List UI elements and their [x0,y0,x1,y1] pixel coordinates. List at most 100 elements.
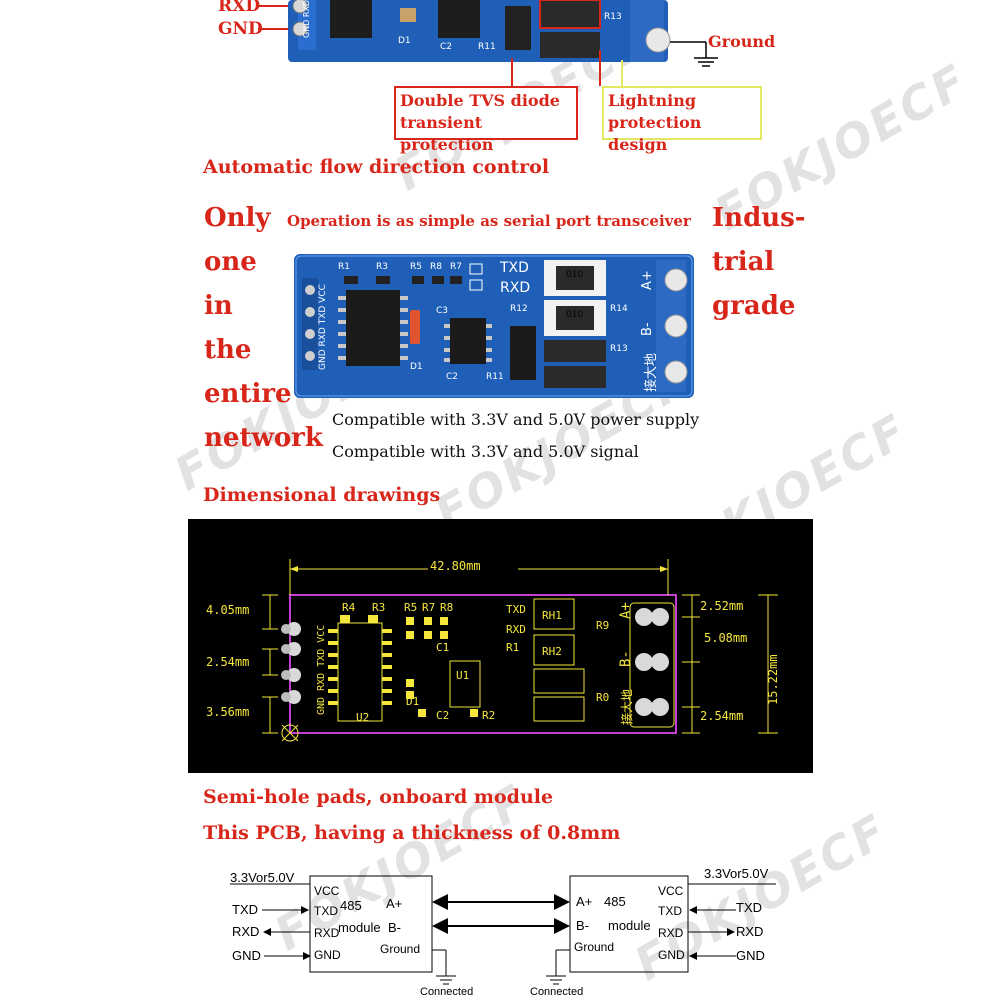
pcb-label-r13: R13 [604,12,622,22]
cad-label-r1: R1 [506,641,520,654]
dim-left-top: 4.05mm [206,603,250,617]
fuse-label: 010 [566,270,584,280]
left-txd-pin: TXD [314,904,338,918]
right-word: Indus- [712,203,806,233]
cad-label-r0: R0 [596,691,610,704]
left-word: Only [204,203,271,233]
right-txd-pin: TXD [658,904,682,918]
left-rxd-pin: RXD [314,926,340,940]
right-gnd-pin: GND [658,948,685,962]
pcb-label-rxd: RXD [500,280,531,296]
pcb-label-c2: C2 [440,42,453,52]
pcb-pin-labels: GND RXD TXD VCC [318,284,328,370]
right-gnd-label: GND [736,948,765,963]
pcb-label-r14: R14 [610,304,628,314]
pcb-label-r11: R11 [478,42,496,52]
lightning-callout: Lightning protection design [602,86,762,154]
cad-label-r5: R5 [404,601,418,614]
cad-label-c2: C2 [436,709,450,722]
left-module-number: 485 [340,898,362,913]
cad-label-r2: R2 [482,709,496,722]
left-gnd-label: GND [232,948,261,963]
left-word: one [204,247,257,277]
cad-ground-cn: 接大地 [620,688,634,725]
flow-control-heading: Automatic flow direction control [203,156,550,178]
cad-label-u1: U1 [456,669,470,682]
right-connected-label: Connected [530,986,584,998]
dim-right-mid: 5.08mm [704,631,748,645]
dim-right-bot: 2.54mm [700,709,744,723]
left-word: in [204,291,233,321]
dim-right-top: 2.52mm [700,599,744,613]
left-connected-label: Connected [420,986,474,998]
pcb-label-r1: R1 [338,262,350,272]
pcb-label-r11: R11 [486,372,504,382]
tvs-line2: transient protection [400,113,494,154]
right-word: trial [712,247,775,277]
dimension-lines [262,559,778,742]
cad-label-r8: R8 [440,601,454,614]
compat-power: Compatible with 3.3V and 5.0V power supp… [332,410,700,429]
pcb-ground-cn: 接大地 [644,352,659,392]
pcb-label-c3: C3 [436,306,449,316]
dim-height: 15.22mm [766,654,780,705]
tvs-callout: Double TVS diode transient protection [394,86,578,154]
rxd-label: RXD [218,0,261,16]
thickness-text: This PCB, having a thickness of 0.8mm [203,822,621,844]
left-a-plus: A+ [386,896,403,911]
gnd-label: GND [218,19,263,39]
semi-hole-text: Semi-hole pads, onboard module [203,786,554,808]
cad-label-r9: R9 [596,619,610,632]
tvs-line1: Double TVS diode [400,91,560,110]
cad-a-plus: A+ [618,602,634,619]
left-word: network [204,423,323,453]
cad-label-rh1: RH1 [542,609,562,622]
right-ground-pin: Ground [574,940,615,954]
right-words: Indus- trial grade [712,196,806,328]
pcb-label-r8: R8 [430,262,442,272]
ground-label: Ground [708,32,776,51]
pcb-label-r7: R7 [450,262,462,272]
left-rxd-label: RXD [232,924,260,939]
pcb-label-r3: R3 [376,262,388,272]
right-supply-label: 3.3Vor5.0V [704,866,769,881]
pcb-label-txd: TXD [500,260,529,276]
cad-label-d1: D1 [406,695,420,708]
left-words: Only one in the entire network [204,196,323,460]
left-gnd-pin: GND [314,948,341,962]
cad-label-r3: R3 [372,601,386,614]
dim-width: 42.80mm [430,559,481,573]
dimensions-heading: Dimensional drawings [203,484,441,506]
cad-label-rxd: RXD [506,623,526,636]
wiring-diagram [230,875,776,985]
pcb-label-d1: D1 [410,362,423,372]
cad-label-u2: U2 [356,711,370,724]
right-word: grade [712,291,796,321]
pcb-label-c2: C2 [446,372,459,382]
dim-left-bot: 3.56mm [206,705,250,719]
right-vcc-pin: VCC [658,884,684,898]
top-pcb-diagram [258,0,718,86]
pcb-label-d1: D1 [398,36,411,46]
left-word: entire [204,379,292,409]
pcb-a-plus: A+ [640,270,655,290]
dim-left-mid: 2.54mm [206,655,250,669]
left-module-text: module [338,920,381,935]
lightning-line1: Lightning [608,91,697,110]
left-supply-label: 3.3Vor5.0V [230,870,295,885]
left-txd-label: TXD [232,902,258,917]
cad-label-rh2: RH2 [542,645,562,658]
compat-signal: Compatible with 3.3V and 5.0V signal [332,442,639,461]
left-b-minus: B- [388,920,401,935]
right-txd-label: TXD [736,900,762,915]
pcb-label-r5: R5 [410,262,422,272]
cad-label-r7: R7 [422,601,436,614]
cad-b-minus: B- [618,650,634,667]
operation-text: Operation is as simple as serial port tr… [287,212,691,230]
cad-pin-labels: GND RXD TXD VCC [316,624,327,715]
pcb-label-r13: R13 [610,344,628,354]
right-a-plus: A+ [576,894,593,909]
dimension-drawing: 42.80mm 4.05mm 2.54mm 3.56mm 2.52mm 5.08… [188,519,813,773]
right-rxd-label: RXD [736,924,764,939]
